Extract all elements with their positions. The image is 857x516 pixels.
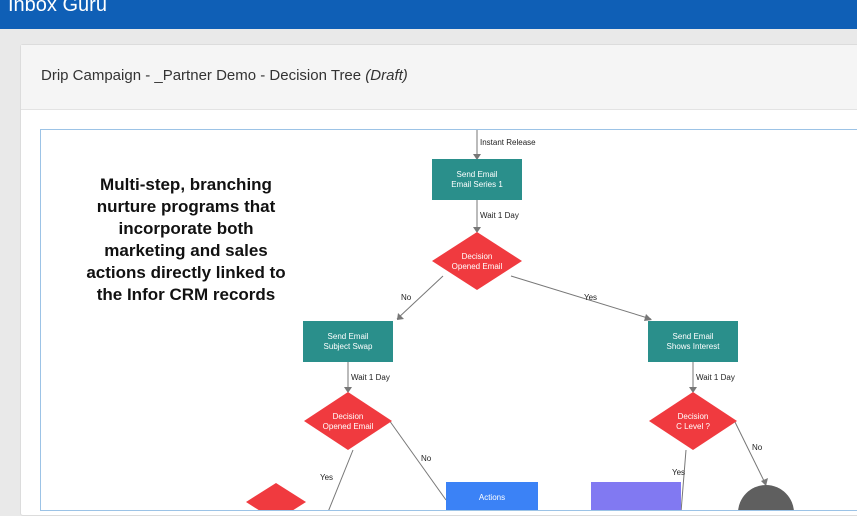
svg-text:Email Series 1: Email Series 1	[451, 180, 503, 189]
label-wait2: Wait 1 Day	[351, 373, 390, 382]
svg-text:Decision: Decision	[462, 252, 493, 261]
node-end-circle[interactable]	[738, 485, 794, 510]
edge-yes3	[680, 449, 687, 510]
svg-text:Actions: Actions	[479, 493, 505, 502]
edge-no2	[388, 419, 447, 501]
arrow-no1	[397, 313, 404, 320]
label-no3: No	[752, 443, 763, 452]
svg-text:Subject Swap: Subject Swap	[324, 342, 373, 351]
callout-text: Multi-step, branching nurture programs t…	[86, 175, 286, 304]
arrow-no3	[761, 478, 768, 486]
node-purple-partial[interactable]	[591, 482, 681, 510]
app-header: Inbox Guru	[0, 0, 857, 29]
label-wait3: Wait 1 Day	[696, 373, 735, 382]
svg-text:Opened Email: Opened Email	[452, 262, 503, 271]
svg-text:Send Email: Send Email	[673, 332, 714, 341]
node-email-shows-interest[interactable]: Send Email Shows Interest	[648, 321, 738, 362]
svg-text:C Level ?: C Level ?	[676, 422, 710, 431]
app-title[interactable]: Inbox Guru	[8, 0, 107, 16]
edge-yes1	[510, 275, 652, 320]
node-email-series-1[interactable]: Send Email Email Series 1	[432, 159, 522, 200]
panel-header: Drip Campaign - _Partner Demo - Decision…	[21, 45, 857, 110]
label-instant-release: Instant Release	[480, 138, 536, 147]
node-decision-opened-email-2[interactable]: Decision Opened Email	[304, 392, 392, 450]
label-yes2: Yes	[320, 473, 333, 482]
node-decision-c-level[interactable]: Decision C Level ?	[649, 392, 737, 450]
label-yes1: Yes	[584, 293, 597, 302]
edge-no3	[733, 419, 767, 486]
edge-no1	[396, 275, 444, 320]
svg-text:Decision: Decision	[678, 412, 709, 421]
svg-text:Decision: Decision	[333, 412, 364, 421]
status-label: (Draft)	[365, 67, 408, 84]
node-decision-partial[interactable]	[246, 483, 306, 510]
svg-text:Shows Interest: Shows Interest	[667, 342, 721, 351]
node-decision-opened-email-1[interactable]: Decision Opened Email	[432, 232, 522, 290]
page-title: Drip Campaign - _Partner Demo - Decision…	[41, 67, 408, 84]
arrow-wait3	[689, 387, 697, 393]
node-email-subject-swap[interactable]: Send Email Subject Swap	[303, 321, 393, 362]
decision-tree-canvas[interactable]: Multi-step, branching nurture programs t…	[40, 129, 857, 511]
arrow-wait2	[344, 387, 352, 393]
arrow-yes1	[644, 314, 652, 321]
arrow-wait1	[473, 227, 481, 233]
label-wait1: Wait 1 Day	[480, 211, 519, 220]
node-actions[interactable]: Actions	[446, 482, 538, 510]
label-no1: No	[401, 293, 412, 302]
arrow-start	[473, 154, 481, 160]
svg-text:Send Email: Send Email	[457, 170, 498, 179]
label-yes3: Yes	[672, 468, 685, 477]
svg-text:Send Email: Send Email	[328, 332, 369, 341]
campaign-name: Drip Campaign - _Partner Demo - Decision…	[41, 67, 362, 84]
label-no2: No	[421, 454, 432, 463]
svg-text:Opened Email: Opened Email	[323, 422, 374, 431]
